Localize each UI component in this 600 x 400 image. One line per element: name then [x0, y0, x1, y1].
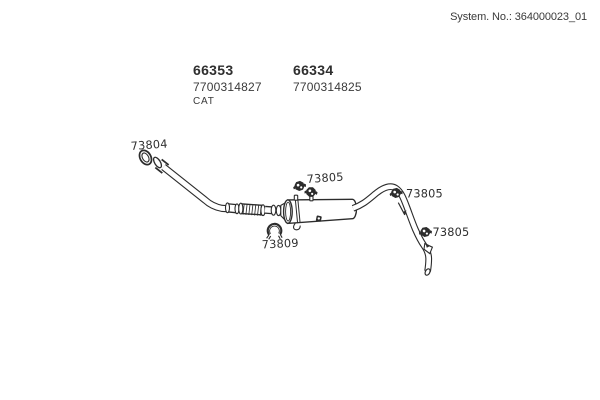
- assembly-reference: 7700314827: [193, 80, 262, 94]
- muffler-strap-bracket: [293, 194, 322, 231]
- callout-hanger-muffler: 73805: [306, 170, 344, 186]
- tailpipe: [351, 183, 433, 276]
- inlet-clamp: [266, 222, 283, 240]
- gasket-ring: [138, 149, 153, 166]
- slip-joint-coupler: [224, 202, 240, 215]
- assembly-number: 66353: [193, 62, 234, 78]
- callout-hanger-tailpipe-lower: 73805: [433, 226, 470, 239]
- assembly-number: 66334: [293, 62, 334, 78]
- callout-hanger-tailpipe-upper: 73805: [406, 188, 443, 201]
- front-pipe: [161, 164, 239, 213]
- assembly-block-66334: 66334 7700314825: [293, 63, 362, 97]
- tailpipe-hanger-rod: [397, 202, 407, 216]
- flex-pipe-section: [238, 202, 266, 217]
- assembly-note: CAT: [193, 96, 215, 107]
- muffler: [282, 198, 358, 225]
- callout-inlet-clamp: 73809: [261, 237, 299, 252]
- tailpipe-bracket-flag: [423, 242, 434, 255]
- hanger-clamp-muffler-a: [292, 179, 307, 193]
- assembly-reference: 7700314825: [293, 80, 362, 94]
- system-number: System. No.: 364000023_01: [450, 11, 587, 23]
- assembly-block-66353: 66353 7700314827 CAT: [193, 63, 262, 107]
- callout-gasket: 73804: [130, 137, 168, 153]
- hanger-clamp-muffler-b: [303, 186, 319, 198]
